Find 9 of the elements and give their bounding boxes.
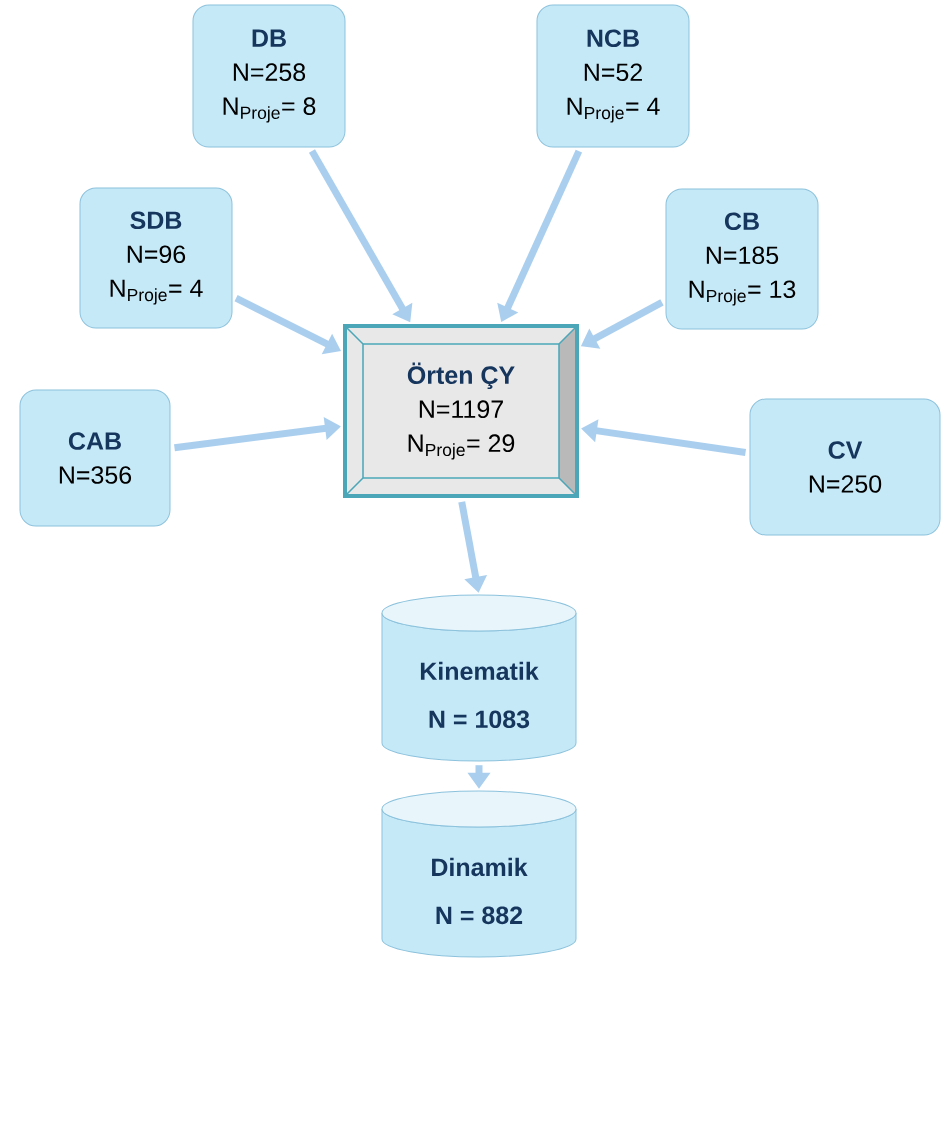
process-box: Örten ÇY N=1197 N$_{Proje}$= 29	[343, 324, 579, 498]
database-cylinder: Dinamik N = 882	[381, 790, 577, 958]
process-box: CV N=250	[749, 398, 941, 536]
process-box: NCB N=52 N$_{Proje}$= 4	[536, 4, 690, 148]
process-box: SDB N=96 N$_{Proje}$= 4	[79, 187, 233, 329]
process-box: CB N=185 N$_{Proje}$= 13	[665, 188, 819, 330]
database-cylinder: Kinematik N = 1083	[381, 594, 577, 762]
process-box: CAB N=356	[19, 389, 171, 527]
process-box: DB N=258 N$_{Proje}$= 8	[192, 4, 346, 148]
